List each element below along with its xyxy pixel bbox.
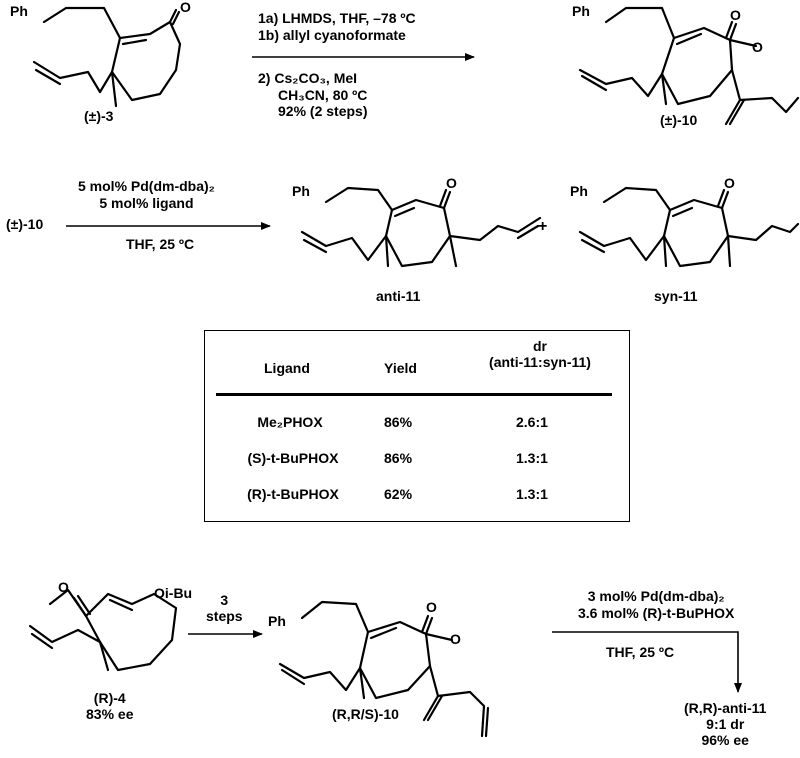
- row3-dr: 1.3:1: [516, 486, 548, 502]
- header-dr: dr (anti-11:syn-11): [489, 338, 591, 371]
- label-anti-11: anti-11: [376, 288, 421, 304]
- oxygen-label-3: O: [180, 0, 191, 15]
- oibu-label-4: Oi-Bu: [154, 585, 193, 601]
- label-compound-10b: (R,R/S)-10: [332, 706, 399, 722]
- compound-10b-structure: [278, 600, 490, 738]
- row2-yield: 86%: [384, 450, 413, 466]
- label-compound-3: (±)-3: [84, 108, 114, 124]
- row1-ligand: Me₂PHOX: [257, 414, 323, 430]
- ph-label-syn: Ph: [570, 183, 588, 199]
- final-product-label: (R,R)-anti-11 9:1 dr 96% ee: [684, 700, 767, 749]
- oxygen-label-anti: O: [446, 175, 457, 191]
- plus-sign: +: [538, 218, 548, 235]
- row1-yield: 86%: [384, 414, 413, 430]
- conditions-step2-above: 5 mol% Pd(dm-dba)₂ 5 mol% ligand: [78, 178, 215, 211]
- arrow-step3b: [552, 631, 742, 693]
- header-yield: Yield: [384, 360, 417, 376]
- table-header-rule: [216, 393, 612, 396]
- row1-dr: 2.6:1: [516, 414, 548, 430]
- oxygen-label-10a: O: [730, 7, 741, 23]
- oxygen-label-syn: O: [724, 175, 735, 191]
- compound-syn-11-structure: [578, 186, 800, 268]
- oxygen-label-10b: O: [752, 39, 763, 55]
- ph-label-3: Ph: [10, 3, 28, 19]
- ph-label-10: Ph: [572, 3, 590, 19]
- oxygen-label-10d: O: [450, 631, 461, 647]
- oxygen-label-10c: O: [426, 599, 437, 615]
- label-compound-4: (R)-4 83% ee: [86, 690, 134, 723]
- conditions-step2-below: THF, 25 ºC: [126, 236, 195, 252]
- ph-label-anti: Ph: [292, 183, 310, 199]
- compound-10-structure: [578, 6, 800, 126]
- compound-4-structure: [28, 588, 178, 672]
- label-compound-10: (±)-10: [660, 112, 698, 128]
- label-syn-11: syn-11: [654, 288, 698, 304]
- header-ligand: Ligand: [264, 360, 310, 376]
- conditions-step3-below: THF, 25 ºC: [606, 644, 675, 660]
- row2-dr: 1.3:1: [516, 450, 548, 466]
- conditions-step3-above: 3 mol% Pd(dm-dba)₂ 3.6 mol% (R)-t-BuPHOX: [578, 588, 735, 621]
- conditions-step1-a: 1a) LHMDS, THF, –78 ºC 1b) allyl cyanofo…: [258, 10, 416, 43]
- row2-ligand: (S)-t-BuPHOX: [247, 450, 339, 466]
- arrow1-label: 3 steps: [206, 592, 243, 625]
- compound-3-structure: [32, 6, 182, 108]
- conditions-step1-b: 2) Cs₂CO₃, MeI CH₃CN, 80 ºC 92% (2 steps…: [258, 70, 368, 120]
- oxygen-label-4: O: [58, 579, 69, 595]
- row3-yield: 62%: [384, 486, 413, 502]
- ph-label-10b: Ph: [268, 613, 286, 629]
- compound-anti-11-structure: [300, 186, 542, 268]
- row3-ligand: (R)-t-BuPHOX: [247, 486, 339, 502]
- ligand-table: [204, 330, 630, 522]
- label-compound-10-start: (±)-10: [6, 216, 44, 232]
